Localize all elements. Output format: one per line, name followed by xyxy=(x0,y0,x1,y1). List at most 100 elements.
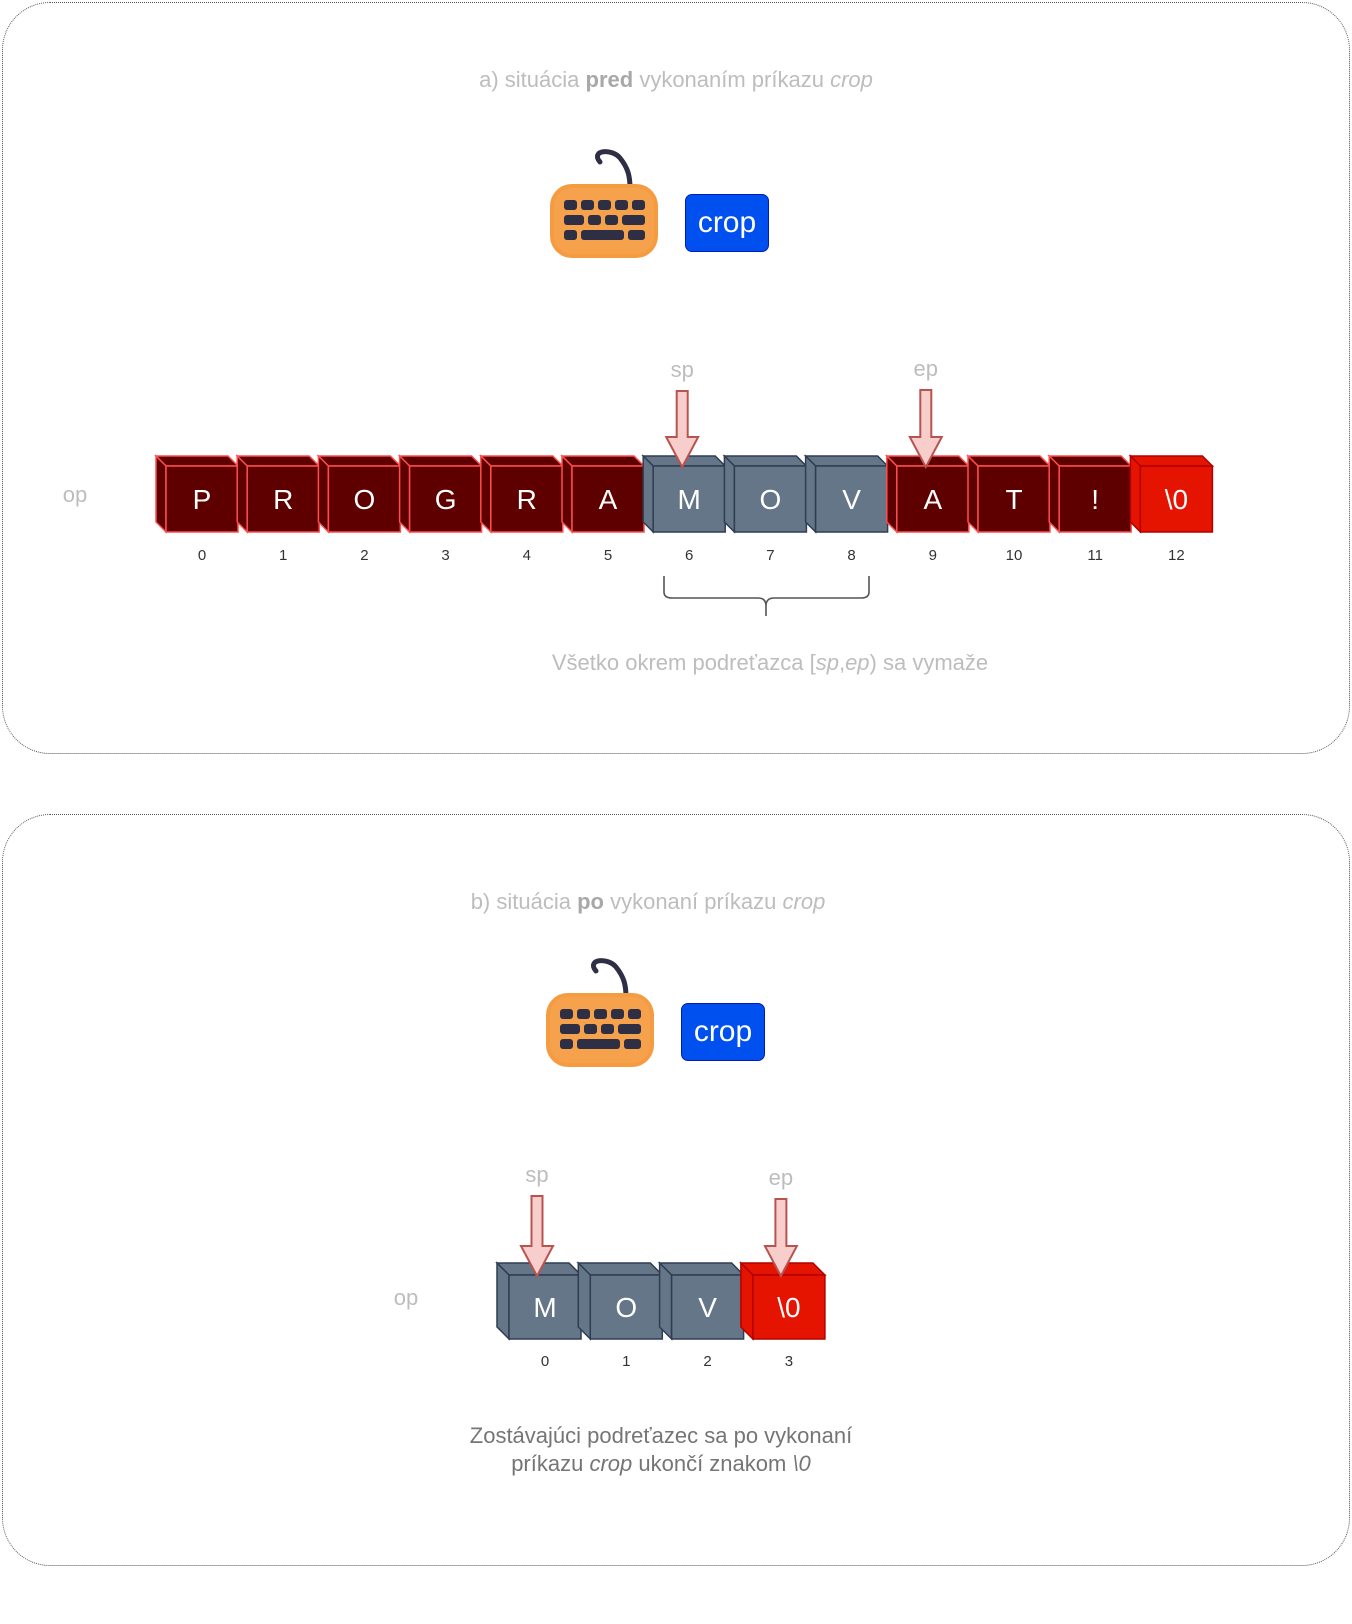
cell-char: A xyxy=(599,484,618,515)
cell-side-face xyxy=(236,454,248,534)
cell-char: V xyxy=(698,1292,717,1323)
cell-index: 12 xyxy=(1168,547,1185,564)
string-name-label: op xyxy=(63,482,87,507)
panel-before xyxy=(2,2,1350,754)
cell-side-face xyxy=(1129,454,1142,534)
caption-before: Všetko okrem podreťazca [sp,ep) sa vymaž… xyxy=(552,650,988,675)
title-italic-text: crop xyxy=(830,67,873,92)
cell-top-face xyxy=(397,455,484,467)
title-text: vykonaním príkazu xyxy=(633,67,831,92)
cell-char: R xyxy=(273,484,293,515)
panel-after xyxy=(2,814,1350,1566)
cell-top-face xyxy=(154,455,240,467)
cell-char: M xyxy=(533,1292,556,1323)
cell-side-face xyxy=(1048,454,1060,534)
kept-cell: O xyxy=(722,454,809,534)
cell-front-face xyxy=(733,465,808,533)
title-bold-text: pred xyxy=(585,67,634,92)
cell-top-face xyxy=(560,455,646,467)
deleted-cell: T xyxy=(966,454,1052,534)
title-text: vykonaní príkazu xyxy=(603,889,783,914)
cell-front-face xyxy=(508,1274,582,1340)
cell-index: 1 xyxy=(622,1353,630,1370)
down-arrow-icon xyxy=(908,389,944,470)
cell-index: 11 xyxy=(1087,547,1103,564)
cell-char: \0 xyxy=(1165,484,1188,515)
down-arrow-icon xyxy=(664,390,700,470)
cell-side-face xyxy=(658,1261,673,1341)
cell-front-face xyxy=(752,1274,826,1340)
cell-top-face xyxy=(722,455,809,467)
ep-label: ep xyxy=(914,356,938,381)
cell-index: 7 xyxy=(766,547,774,564)
deleted-cell: P xyxy=(154,454,240,534)
panel-after-title: b) situácia po vykonaní príkazu crop xyxy=(0,889,1324,915)
cell-top-face xyxy=(235,455,322,467)
cell-index: 3 xyxy=(441,547,449,564)
cell-char: G xyxy=(435,484,457,515)
deleted-cell: O xyxy=(316,454,403,534)
cell-front-face xyxy=(652,465,726,533)
cell-index: 3 xyxy=(785,1353,793,1370)
cell-front-face xyxy=(408,465,483,533)
cell-front-face xyxy=(814,465,889,533)
cell-side-face xyxy=(967,454,979,534)
cell-char: \0 xyxy=(777,1292,800,1323)
panel-before-title: a) situácia pred vykonaním príkazu crop xyxy=(0,67,1352,93)
cell-char: O xyxy=(354,484,376,515)
deleted-cell: A xyxy=(560,454,646,534)
cell-top-face xyxy=(966,455,1052,467)
deleted-cell: R xyxy=(235,454,322,534)
crop-command-button[interactable]: crop xyxy=(685,194,769,252)
cell-front-face xyxy=(1058,465,1132,533)
cell-front-face xyxy=(670,1274,745,1340)
cell-side-face xyxy=(480,454,492,534)
cell-front-face xyxy=(1139,465,1214,533)
cell-side-face xyxy=(577,1261,592,1341)
cell-front-face xyxy=(246,465,320,533)
cell-side-face xyxy=(155,454,167,534)
cell-char: R xyxy=(517,484,537,515)
sp-label: sp xyxy=(525,1162,548,1187)
cell-side-face xyxy=(398,454,411,534)
caption-after-line1: Zostávajúci podreťazec sa po vykonaní xyxy=(470,1423,852,1448)
cell-side-face xyxy=(740,1261,754,1341)
cell-front-face xyxy=(571,465,645,533)
cell-char: A xyxy=(923,484,942,515)
sp-label: sp xyxy=(671,357,694,382)
cell-index: 0 xyxy=(198,547,206,564)
cell-index: 8 xyxy=(847,547,855,564)
curly-brace-icon xyxy=(663,576,870,616)
cell-front-face xyxy=(589,1274,664,1340)
cell-index: 5 xyxy=(604,547,612,564)
cell-front-face xyxy=(490,465,564,533)
cell-index: 6 xyxy=(685,547,693,564)
down-arrow-icon xyxy=(763,1198,799,1279)
cell-side-face xyxy=(561,454,573,534)
cell-index: 10 xyxy=(1006,547,1023,564)
cell-char: O xyxy=(615,1292,637,1323)
title-text: b) situácia xyxy=(470,889,578,914)
cell-char: V xyxy=(842,484,861,515)
cell-side-face xyxy=(723,454,736,534)
cell-side-face xyxy=(317,454,330,534)
cell-front-face xyxy=(327,465,402,533)
keyboard-icon xyxy=(546,961,654,1067)
kept-cell: M xyxy=(641,454,728,534)
cell-char: M xyxy=(678,484,701,515)
cell-char: O xyxy=(760,484,782,515)
cell-side-face xyxy=(804,454,817,534)
cell-front-face xyxy=(896,465,970,533)
cell-top-face xyxy=(478,455,565,467)
terminator-cell: \0 xyxy=(739,1261,827,1341)
kept-cell: O xyxy=(576,1261,665,1341)
crop-command-button[interactable]: crop xyxy=(681,1003,765,1061)
cell-char: ! xyxy=(1091,484,1099,515)
ep-label: ep xyxy=(769,1165,793,1190)
cell-char: P xyxy=(193,484,212,515)
deleted-cell: A xyxy=(884,454,971,534)
kept-cell: M xyxy=(495,1261,583,1341)
